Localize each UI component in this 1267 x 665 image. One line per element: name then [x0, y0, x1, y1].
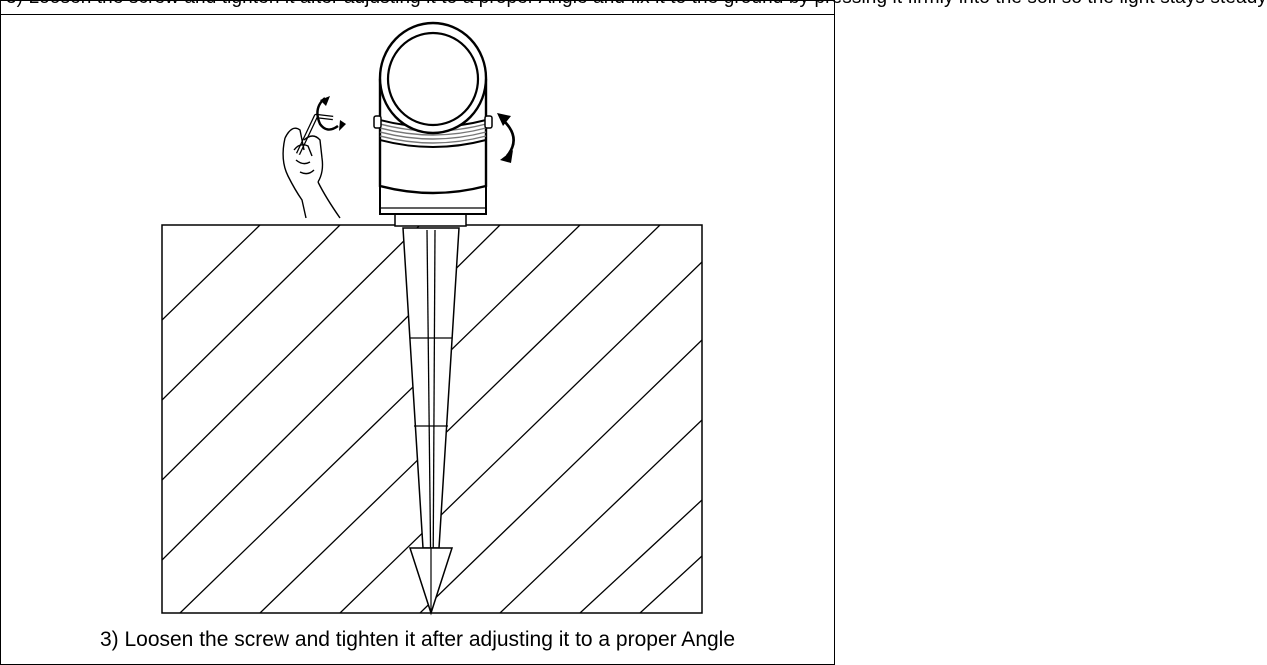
installation-illustration [161, 21, 703, 616]
mounting-plate [394, 213, 467, 227]
hand-with-hex-key [282, 96, 346, 219]
cropped-top-text: 3) Loosen the screw and tighten it after… [6, 0, 1267, 9]
cropped-top-text-line: 3) Loosen the screw and tighten it after… [0, 0, 1267, 14]
ground-spike [402, 227, 460, 616]
tilt-arrow [497, 113, 515, 163]
step-caption: 3) Loosen the screw and tighten it after… [99, 628, 736, 651]
spotlight-head [373, 21, 493, 195]
top-divider [0, 14, 835, 15]
